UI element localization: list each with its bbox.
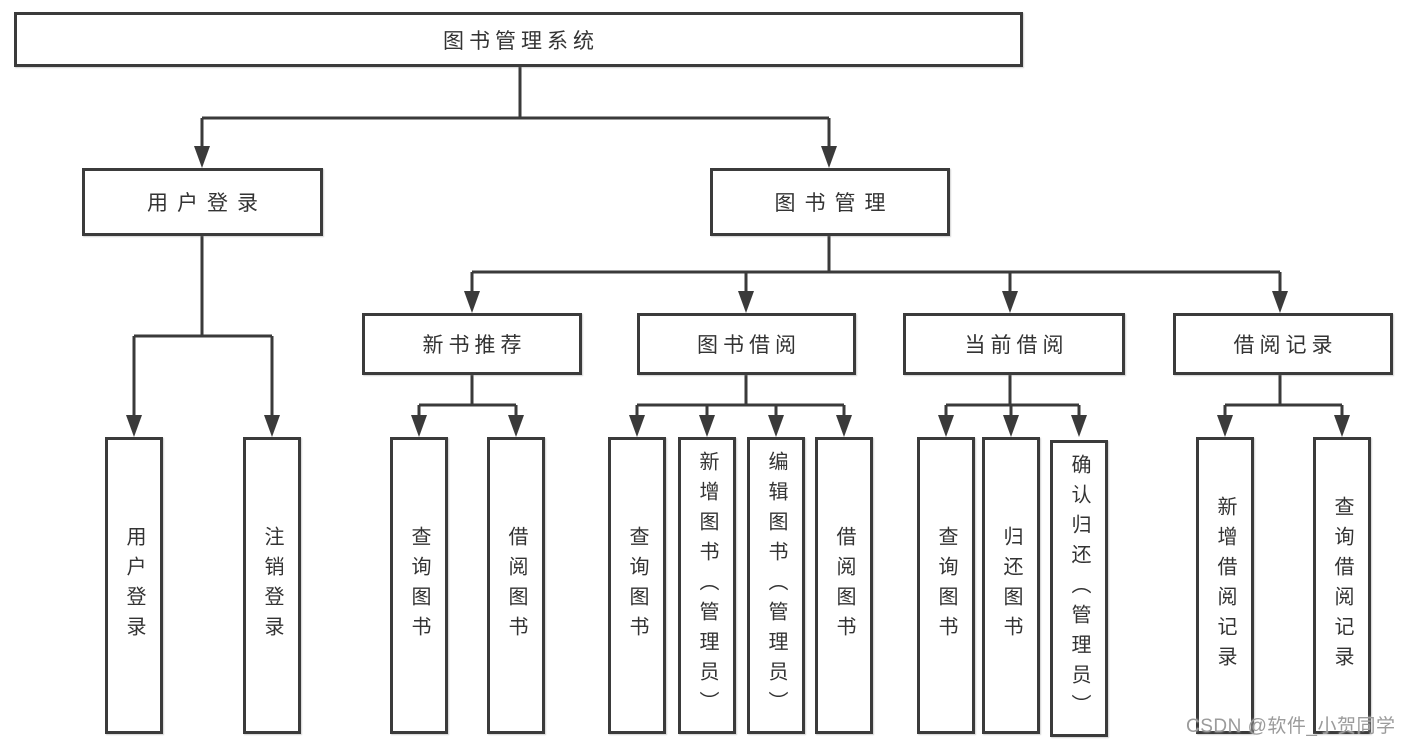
node-book-borrowing: 图书借阅 xyxy=(637,313,856,375)
node-leaf-logout: 注销登录 xyxy=(243,437,301,734)
node-leaf-bb-borrow-books: 借阅图书 xyxy=(815,437,873,734)
node-leaf-bb-add-books-admin: 新增图书（管理员） xyxy=(678,437,736,734)
node-leaf-bb-edit-books-admin: 编辑图书（管理员） xyxy=(747,437,805,734)
connector-arrowhead-group xyxy=(126,146,1350,437)
node-book-management: 图书管理 xyxy=(710,168,950,236)
node-leaf-br-add-record: 新增借阅记录 xyxy=(1196,437,1254,734)
connector-line-group xyxy=(132,67,1344,419)
node-leaf-user-login: 用户登录 xyxy=(105,437,163,734)
node-leaf-bb-query-books: 查询图书 xyxy=(608,437,666,734)
node-leaf-cb-confirm-return-admin: 确认归还（管理员） xyxy=(1050,440,1108,737)
node-current-borrowing: 当前借阅 xyxy=(903,313,1125,375)
node-leaf-br-query-record: 查询借阅记录 xyxy=(1313,437,1371,734)
node-user-login: 用户登录 xyxy=(82,168,323,236)
node-leaf-nbr-query-books: 查询图书 xyxy=(390,437,448,734)
node-borrowing-records: 借阅记录 xyxy=(1173,313,1393,375)
node-system-root: 图书管理系统 xyxy=(14,12,1023,67)
node-leaf-cb-return-books: 归还图书 xyxy=(982,437,1040,734)
node-new-book-recommendation: 新书推荐 xyxy=(362,313,582,375)
csdn-watermark: CSDN @软件_小贺同学 xyxy=(1186,716,1396,737)
node-leaf-nbr-borrow-books: 借阅图书 xyxy=(487,437,545,734)
node-leaf-cb-query-books: 查询图书 xyxy=(917,437,975,734)
